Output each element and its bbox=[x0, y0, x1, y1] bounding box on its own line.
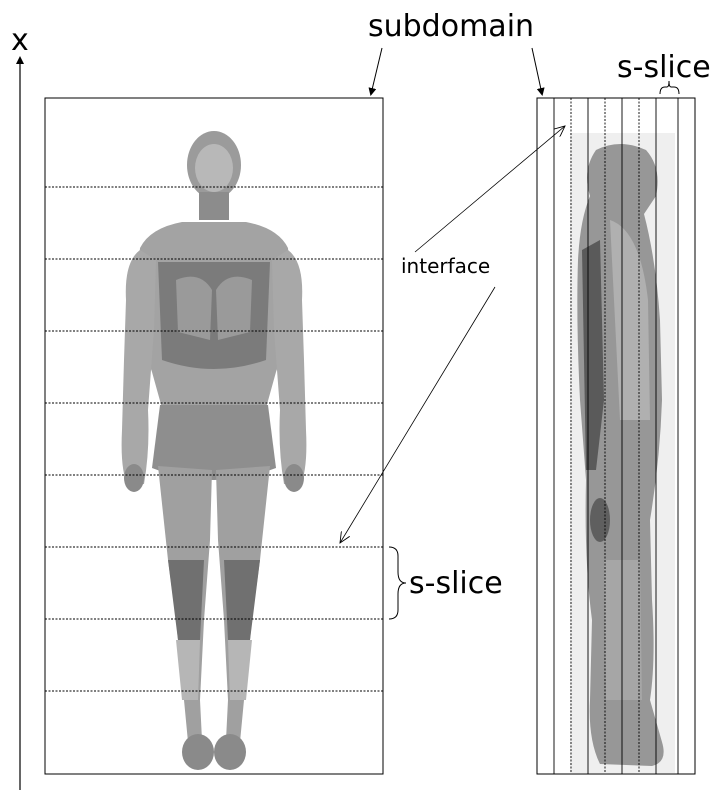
x-axis-label: x bbox=[11, 23, 29, 58]
right-subdomain bbox=[537, 98, 695, 774]
interface-annotation: interface bbox=[340, 126, 565, 543]
subdomain-annotation: subdomain bbox=[368, 9, 542, 94]
s-slice-mid-annotation: s-slice bbox=[389, 547, 503, 619]
front-body-image bbox=[122, 131, 307, 770]
subdomain-arrow-left bbox=[371, 48, 382, 94]
interface-arrow-down bbox=[340, 287, 495, 543]
interface-arrow-up bbox=[415, 126, 565, 252]
s-slice-mid-brace bbox=[389, 547, 406, 619]
s-slice-mid-label: s-slice bbox=[409, 566, 503, 601]
subdomain-label: subdomain bbox=[368, 9, 534, 44]
left-subdomain bbox=[45, 98, 383, 774]
interface-label: interface bbox=[401, 254, 490, 278]
s-slice-top-annotation: s-slice bbox=[617, 50, 711, 94]
subdomain-arrow-right bbox=[532, 48, 542, 94]
s-slice-top-label: s-slice bbox=[617, 50, 711, 85]
x-axis: x bbox=[11, 23, 29, 790]
